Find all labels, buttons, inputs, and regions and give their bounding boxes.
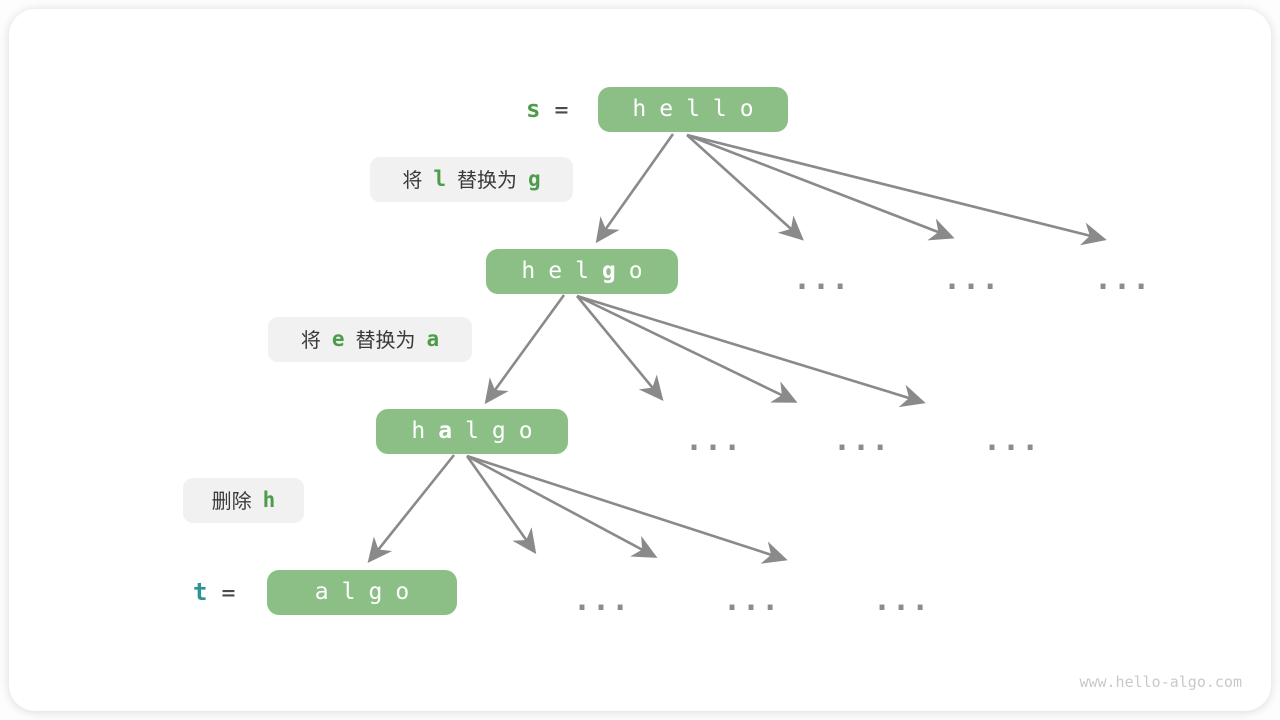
edge-arrow — [686, 133, 955, 241]
step-text: 替换为 — [457, 167, 517, 192]
ellipsis-dots: ... — [833, 423, 891, 458]
step-char: a — [426, 327, 440, 351]
edge-arrow — [484, 294, 566, 405]
node-char: h — [632, 96, 647, 122]
string-node-helgo: h e l g o — [486, 249, 678, 294]
node-char: g — [368, 579, 383, 605]
ellipsis-dots: ... — [873, 583, 931, 618]
node-char: o — [628, 258, 643, 284]
node-char: o — [739, 96, 754, 122]
edge-arrow — [367, 454, 456, 564]
var-label-s: s — [526, 95, 541, 123]
step-text: 替换为 — [355, 327, 416, 352]
edge-arrow — [466, 454, 658, 558]
step-label-replace-l-with-g: 将 l 替换为 g — [370, 157, 573, 202]
node-char: a — [314, 579, 329, 605]
ellipsis-dots: ... — [723, 583, 781, 618]
node-char: l — [575, 258, 589, 284]
node-char: o — [518, 418, 533, 444]
edge-arrow — [575, 295, 664, 402]
node-char: l — [341, 579, 356, 605]
target-var-group: t = — [193, 580, 236, 604]
equals-sign: = — [220, 581, 237, 604]
step-text: 删除 — [211, 488, 252, 513]
string-node-hello: h e l l o — [598, 87, 788, 132]
watermark: www.hello-algo.com — [1079, 673, 1242, 691]
edge-arrow — [686, 134, 804, 241]
node-char-changed: g — [601, 258, 616, 284]
step-char: h — [262, 488, 276, 512]
node-char: e — [548, 258, 563, 284]
step-text: 将 — [402, 167, 423, 192]
edge-arrow — [595, 133, 675, 244]
node-char: h — [521, 258, 536, 284]
node-char: l — [465, 418, 479, 444]
step-label-replace-e-with-a: 将 e 替换为 a — [268, 317, 472, 362]
node-char: h — [411, 418, 426, 444]
edge-arrow — [686, 133, 1107, 246]
string-node-halgo: h a l g o — [376, 409, 568, 454]
edge-arrow — [576, 294, 798, 403]
ellipsis-dots: ... — [573, 583, 631, 618]
var-label-t: t — [193, 578, 208, 606]
step-char: g — [528, 167, 541, 191]
edge-arrow — [576, 294, 926, 408]
edge-arrow — [466, 454, 788, 564]
ellipsis-dots: ... — [943, 262, 1001, 297]
equals-sign: = — [553, 98, 570, 121]
node-char: o — [395, 579, 410, 605]
string-node-algo: a l g o — [267, 570, 457, 615]
node-char: e — [659, 96, 674, 122]
ellipsis-dots: ... — [685, 423, 743, 458]
node-char: l — [712, 96, 727, 122]
step-char: e — [331, 327, 345, 351]
node-char-changed: a — [438, 418, 453, 444]
source-var-group: s = — [526, 97, 569, 121]
ellipsis-dots: ... — [1094, 262, 1152, 297]
ellipsis-dots: ... — [983, 423, 1041, 458]
step-label-delete-h: 删除 h — [183, 478, 304, 523]
ellipsis-dots: ... — [793, 262, 851, 297]
node-char: l — [686, 96, 700, 122]
node-char: g — [491, 418, 506, 444]
step-text: 将 — [300, 327, 321, 352]
edge-arrow — [465, 455, 537, 555]
step-char: l — [433, 167, 446, 191]
